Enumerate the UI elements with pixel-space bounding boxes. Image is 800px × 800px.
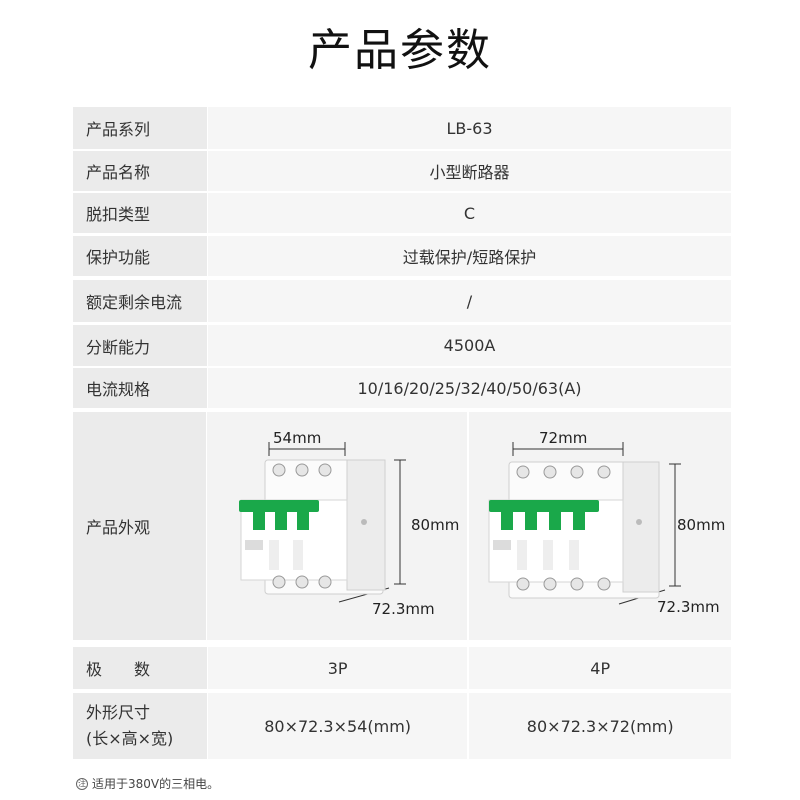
param-row-appearance: 产品外观 bbox=[73, 412, 731, 640]
note-icon: 注 bbox=[76, 777, 88, 790]
param-row-protection: 保护功能 过载保护/短路保护 bbox=[73, 236, 731, 276]
row-label: 额定剩余电流 bbox=[73, 280, 207, 322]
dimension-height-label: 80mm bbox=[411, 516, 460, 534]
product-image-3p: 54mm 80mm 72.3mm bbox=[207, 412, 467, 640]
param-row-current-spec: 电流规格 10/16/20/25/32/40/50/63(A) bbox=[73, 368, 731, 408]
row-value: 4500A bbox=[208, 325, 731, 366]
dimension-depth-label: 72.3mm bbox=[372, 600, 435, 618]
row-label-line2: (长×高×宽) bbox=[86, 729, 174, 748]
param-row-poles: 极 数 3P 4P bbox=[73, 647, 731, 689]
page-title: 产品参数 bbox=[308, 25, 492, 76]
param-row-series: 产品系列 LB-63 bbox=[73, 107, 731, 149]
poles-value-4p: 4P bbox=[469, 647, 731, 689]
breaker-3p-illustration bbox=[239, 442, 406, 603]
row-label: 保护功能 bbox=[73, 236, 207, 276]
row-label: 外形尺寸 (长×高×宽) bbox=[73, 693, 207, 759]
row-value: C bbox=[208, 193, 731, 233]
param-row-breaking-capacity: 分断能力 4500A bbox=[73, 325, 731, 366]
dimensions-value-4p: 80×72.3×72(mm) bbox=[469, 693, 731, 759]
footnote: 注 适用于380V的三相电。 bbox=[76, 775, 219, 792]
product-image-4p: 72mm 80mm 72.3mm bbox=[469, 412, 731, 640]
param-row-residual-current: 额定剩余电流 / bbox=[73, 280, 731, 322]
row-label: 极 数 bbox=[73, 647, 207, 689]
dimension-height-label: 80mm bbox=[677, 516, 726, 534]
row-value: 过载保护/短路保护 bbox=[208, 236, 731, 276]
row-label: 脱扣类型 bbox=[73, 193, 207, 233]
dimensions-value-3p: 80×72.3×54(mm) bbox=[207, 693, 468, 759]
param-row-name: 产品名称 小型断路器 bbox=[73, 151, 731, 191]
row-value: / bbox=[208, 280, 731, 322]
row-value: 10/16/20/25/32/40/50/63(A) bbox=[208, 368, 731, 408]
param-row-dimensions: 外形尺寸 (长×高×宽) 80×72.3×54(mm) 80×72.3×72(m… bbox=[73, 693, 731, 759]
row-label: 产品名称 bbox=[73, 151, 207, 191]
row-value: LB-63 bbox=[208, 107, 731, 149]
poles-value-3p: 3P bbox=[207, 647, 468, 689]
row-label-line1: 外形尺寸 bbox=[86, 703, 151, 722]
row-label: 产品系列 bbox=[73, 107, 207, 149]
row-label: 分断能力 bbox=[73, 325, 207, 366]
row-label: 产品外观 bbox=[73, 412, 206, 640]
row-label: 电流规格 bbox=[73, 368, 207, 408]
breaker-4p-illustration bbox=[488, 442, 681, 605]
footnote-text: 适用于380V的三相电。 bbox=[92, 777, 220, 791]
row-value: 小型断路器 bbox=[208, 151, 731, 191]
param-row-trip-type: 脱扣类型 C bbox=[73, 193, 731, 233]
dimension-depth-label: 72.3mm bbox=[657, 598, 720, 616]
dimension-width-label: 72mm bbox=[539, 429, 588, 447]
dimension-width-label: 54mm bbox=[273, 429, 322, 447]
